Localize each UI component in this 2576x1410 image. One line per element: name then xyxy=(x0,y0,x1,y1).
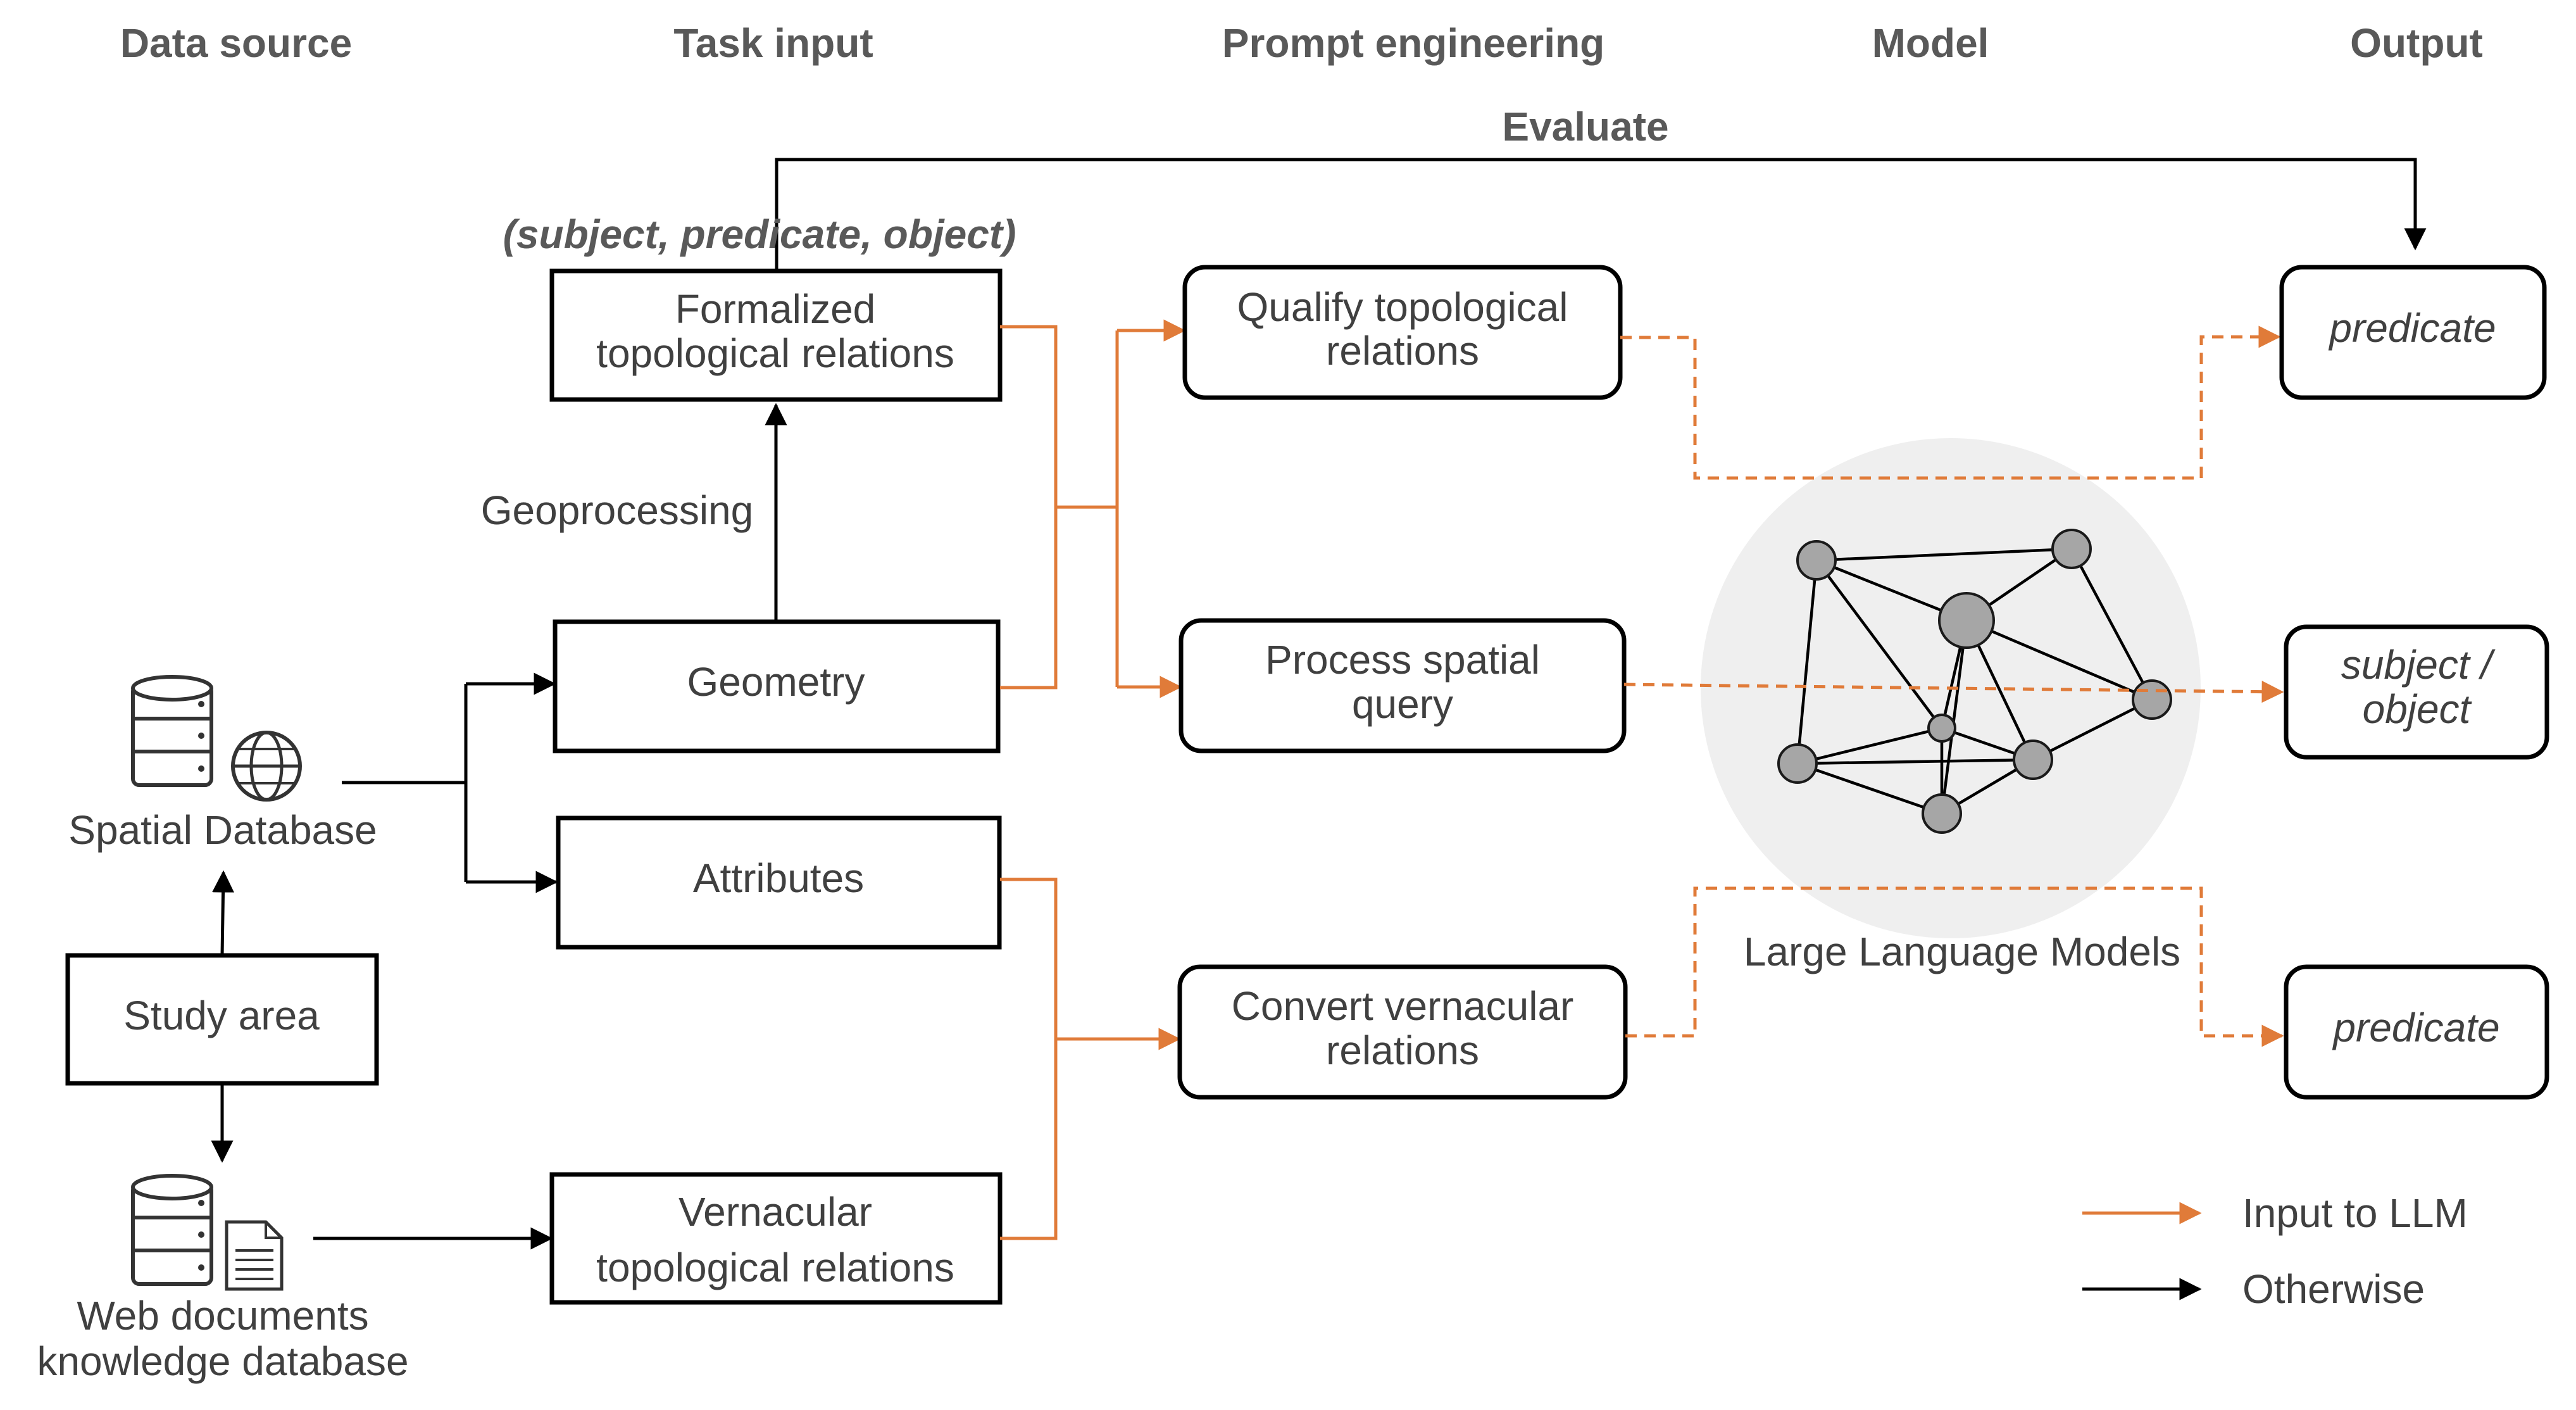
document-icon xyxy=(225,1220,284,1291)
qualify-label-line2: relations xyxy=(1326,328,1479,374)
formalized-box xyxy=(549,268,1003,402)
convert-to-output-arrow xyxy=(1625,886,2284,1047)
header-data-source: Data source xyxy=(120,20,352,66)
model-label: Large Language Models xyxy=(1744,929,2180,974)
process-label-line2: query xyxy=(1352,681,1453,727)
convert-label-line2: relations xyxy=(1326,1028,1479,1073)
web-documents-label-line2: knowledge database xyxy=(37,1338,408,1384)
legend-input-label: Input to LLM xyxy=(2242,1190,2468,1236)
header-output: Output xyxy=(2350,20,2483,66)
formalized-geometry-bracket xyxy=(1000,325,1058,689)
output-object-label: object xyxy=(2363,686,2472,732)
output-predicate-bottom-label: predicate xyxy=(2332,1005,2499,1050)
study-area-label: Study area xyxy=(123,993,320,1038)
spatial-database-label: Spatial Database xyxy=(68,807,377,853)
formalized-label-line1: Formalized xyxy=(675,286,876,332)
header-model: Model xyxy=(1872,20,1989,66)
neural-network-icon xyxy=(1777,529,2172,834)
geoprocessing-label: Geoprocessing xyxy=(481,488,753,533)
vernacular-box xyxy=(549,1172,1003,1305)
output-subject-object-box xyxy=(2284,624,2549,760)
evaluate-label: Evaluate xyxy=(1502,104,1668,149)
database-icon xyxy=(131,1174,213,1286)
qualify-box xyxy=(1182,265,1623,400)
geometry-label: Geometry xyxy=(687,659,865,705)
qualify-label-line1: Qualify topological xyxy=(1237,284,1568,330)
process-to-output-arrow xyxy=(1623,681,2284,703)
qualify-to-output-arrow xyxy=(1620,325,2281,480)
formalized-label-line2: topological relations xyxy=(596,330,954,376)
vernacular-label-line2: topological relations xyxy=(596,1245,954,1290)
evaluate-arrow xyxy=(775,158,2427,272)
legend-otherwise-label: Otherwise xyxy=(2242,1266,2425,1312)
attributes-box xyxy=(556,815,1002,950)
convert-label-line1: Convert vernacular xyxy=(1232,983,1574,1029)
header-task-input: Task input xyxy=(673,20,873,66)
attributes-vernacular-bracket xyxy=(1000,878,1058,1240)
triple-label: (subject, predicate, object) xyxy=(503,211,1016,257)
web-documents-label-line1: Web documents xyxy=(77,1293,368,1338)
convert-box xyxy=(1177,964,1628,1100)
header-prompt-engineering: Prompt engineering xyxy=(1222,20,1605,66)
study-to-spatial-arrow xyxy=(212,870,235,956)
globe-icon xyxy=(231,731,302,802)
output-predicate-top-box xyxy=(2279,265,2547,400)
vernacular-label-line1: Vernacular xyxy=(678,1189,872,1235)
geometry-box xyxy=(553,619,1001,753)
database-icon xyxy=(131,675,213,787)
output-predicate-bottom-box xyxy=(2284,964,2549,1100)
process-label-line1: Process spatial xyxy=(1265,637,1540,683)
output-subject-label: subject / xyxy=(2341,642,2496,688)
output-predicate-top-label: predicate xyxy=(2328,305,2496,351)
attributes-label: Attributes xyxy=(693,855,864,901)
